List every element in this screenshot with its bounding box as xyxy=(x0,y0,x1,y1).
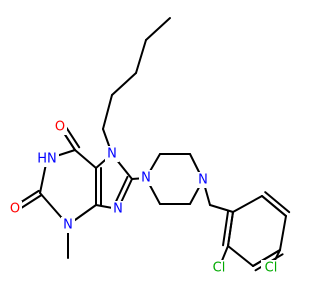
atom-oxygen-carbonyl-c6: O xyxy=(53,119,67,135)
svg-text:N: N xyxy=(107,147,117,162)
bond-ch2-r1 xyxy=(209,204,234,213)
svg-text:HN: HN xyxy=(37,152,57,167)
atom-piperazine-nitrogen-right: N xyxy=(196,172,210,188)
atom-oxygen-carbonyl-c2: O xyxy=(8,201,22,217)
bond-r1-r2 xyxy=(227,211,234,247)
bond-r4-r5 xyxy=(279,215,287,251)
bond-p1-p2 xyxy=(102,94,113,130)
atom-chlorine-para: Cl xyxy=(261,260,281,276)
bond-p3-p4 xyxy=(135,39,147,74)
atom-label-layer: O HN O N N N N N xyxy=(8,119,281,276)
bond-p4-p5 xyxy=(145,17,171,41)
svg-text:O: O xyxy=(55,120,65,135)
svg-text:O: O xyxy=(10,202,20,217)
svg-text:Cl: Cl xyxy=(213,261,226,276)
bond-p2-p3 xyxy=(111,72,137,96)
bond-r3-r4 xyxy=(252,249,281,267)
svg-text:N: N xyxy=(198,173,208,188)
bond-r1-r2-second xyxy=(222,210,230,247)
atom-nh-n1: HN xyxy=(35,151,59,167)
molecule-structure-diagram: O HN O N N N N N xyxy=(8,17,291,276)
svg-text:Cl: Cl xyxy=(265,261,278,276)
atom-nitrogen-n9: N xyxy=(111,201,125,217)
atom-nitrogen-n3: N xyxy=(61,217,75,233)
svg-text:N: N xyxy=(113,202,123,217)
bond-r6-r1 xyxy=(232,195,263,213)
bond-c5-c6 xyxy=(74,149,97,169)
bond-layer xyxy=(12,17,291,272)
svg-text:N: N xyxy=(141,171,151,186)
atom-chlorine-meta: Cl xyxy=(209,260,229,276)
atom-piperazine-nitrogen-left: N xyxy=(139,170,153,186)
bond-r2-r3 xyxy=(227,245,254,267)
bond-r5-r6-second xyxy=(264,191,291,214)
bond-r5-r6 xyxy=(261,195,287,217)
svg-text:N: N xyxy=(63,218,73,233)
atom-nitrogen-n7: N xyxy=(105,146,119,162)
